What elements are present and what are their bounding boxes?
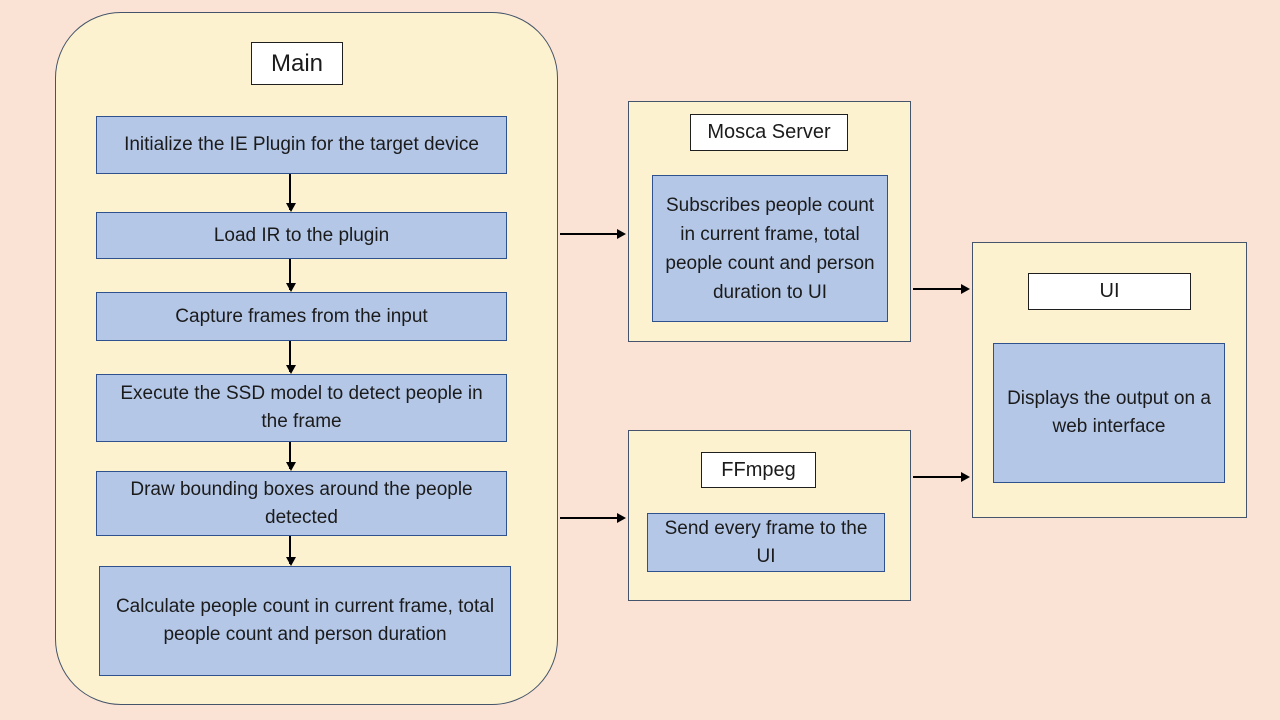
ffmpeg-description: Send every frame to the UI: [664, 517, 868, 567]
arrow-main-to-ffmpeg: [560, 513, 626, 523]
ui-description: Displays the output on a web interface: [1007, 388, 1211, 437]
step-calculate-count: Calculate people count in current frame,…: [99, 566, 511, 676]
mosca-server-title: Mosca Server: [707, 121, 831, 143]
ffmpeg-title-box: FFmpeg: [701, 452, 816, 488]
ui-title: UI: [1099, 280, 1120, 302]
step-execute-ssd-label: Execute the SSD model to detect people i…: [120, 383, 483, 432]
step-initialize-plugin-label: Initialize the IE Plugin for the target …: [124, 134, 479, 155]
step-draw-boxes-label: Draw bounding boxes around the people de…: [130, 478, 473, 528]
arrow-step4-to-step5: [285, 442, 296, 471]
ffmpeg-container: FFmpeg Send every frame to the UI: [628, 430, 911, 601]
main-group-title: Main: [270, 49, 324, 77]
arrow-step5-to-step6: [285, 536, 296, 566]
arrow-step2-to-step3: [285, 259, 296, 292]
main-group-title-box: Main: [251, 42, 343, 85]
ffmpeg-title: FFmpeg: [721, 458, 796, 481]
main-group-container: Main Initialize the IE Plugin for the ta…: [55, 12, 558, 705]
mosca-server-container: Mosca Server Subscribes people count in …: [628, 101, 911, 342]
arrow-main-to-mosca: [560, 229, 626, 239]
step-execute-ssd: Execute the SSD model to detect people i…: [96, 374, 507, 442]
step-capture-frames-label: Capture frames from the input: [175, 305, 428, 327]
ui-container: UI Displays the output on a web interfac…: [972, 242, 1247, 518]
ffmpeg-description-box: Send every frame to the UI: [647, 513, 885, 572]
step-initialize-plugin: Initialize the IE Plugin for the target …: [96, 116, 507, 174]
arrow-step3-to-step4: [285, 341, 296, 374]
mosca-server-description-box: Subscribes people count in current frame…: [652, 175, 888, 322]
step-draw-boxes: Draw bounding boxes around the people de…: [96, 471, 507, 536]
mosca-server-description: Subscribes people count in current frame…: [665, 194, 875, 303]
step-load-ir-label: Load IR to the plugin: [213, 224, 390, 246]
step-capture-frames: Capture frames from the input: [96, 292, 507, 341]
ui-description-box: Displays the output on a web interface: [993, 343, 1225, 483]
step-load-ir: Load IR to the plugin: [96, 212, 507, 259]
step-calculate-count-label: Calculate people count in current frame,…: [115, 596, 495, 645]
arrow-mosca-to-ui: [913, 284, 970, 294]
arrow-ffmpeg-to-ui: [913, 472, 970, 482]
mosca-server-title-box: Mosca Server: [690, 114, 848, 151]
arrow-step1-to-step2: [285, 174, 296, 212]
ui-title-box: UI: [1028, 273, 1191, 310]
